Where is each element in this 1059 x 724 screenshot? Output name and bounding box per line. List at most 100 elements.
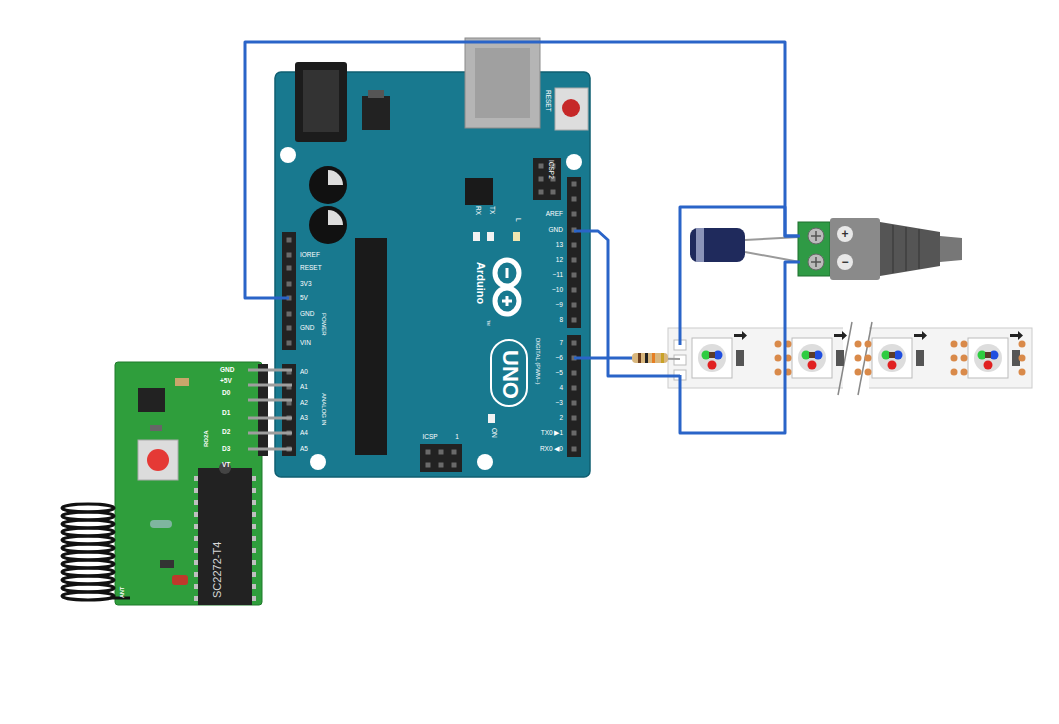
arduino-board	[562, 99, 580, 117]
rf-receiver-board	[219, 462, 231, 474]
arduino-board	[566, 154, 582, 170]
header-pin	[287, 164, 577, 468]
rgb-led	[855, 369, 862, 376]
arduino-board	[477, 454, 493, 470]
header-pin	[572, 386, 577, 391]
rgb-led	[736, 350, 744, 366]
header-pin	[252, 476, 256, 481]
pin-label: ~10	[552, 287, 563, 294]
header-pin	[252, 572, 256, 577]
arduino-board	[567, 177, 581, 328]
header-pin	[194, 572, 198, 577]
rgb-led	[974, 344, 1002, 372]
arduino-board	[513, 232, 520, 241]
header-pin	[248, 384, 292, 387]
header-pin	[194, 512, 198, 517]
rgb-led	[809, 352, 815, 358]
arduino-board	[310, 454, 326, 470]
capacitor-symbol	[696, 228, 704, 262]
wire	[574, 357, 632, 360]
header-pin	[572, 273, 577, 278]
arduino-board	[368, 90, 384, 98]
rgb-led	[1019, 369, 1026, 376]
header-pin	[572, 243, 577, 248]
led-label: ON	[491, 428, 498, 438]
header-pin	[252, 596, 256, 601]
pin-label: GND	[220, 367, 234, 374]
pin-label: RESET	[300, 265, 322, 272]
pin-label: RX0 ◀0	[540, 446, 563, 453]
pin-label: 4	[559, 385, 563, 392]
header-pin	[194, 369, 292, 602]
pin-label: A4	[300, 430, 308, 437]
power-jack-symbol	[815, 257, 817, 267]
header-pin	[439, 450, 444, 455]
resistor-symbol	[638, 353, 641, 363]
header-label: 1	[455, 434, 459, 441]
antenna-coil	[62, 504, 114, 600]
header-label: POWER	[321, 313, 327, 336]
rgb-led	[708, 361, 717, 370]
arduino-board	[420, 444, 462, 472]
power-jack-symbol	[815, 231, 817, 241]
header-pin	[252, 548, 256, 553]
rgb-led	[834, 331, 847, 340]
rgb-led	[775, 341, 782, 348]
led-strip	[674, 355, 686, 365]
header-pin	[252, 584, 256, 589]
header-pin	[287, 282, 292, 287]
antenna-label: ANT	[120, 587, 126, 598]
header-pin	[248, 432, 292, 435]
pin-label: VT	[222, 462, 230, 469]
polarity-sign: −	[841, 256, 848, 268]
header-pin	[194, 488, 198, 493]
pin-label: ~9	[556, 302, 563, 309]
pin-label: A3	[300, 415, 308, 422]
brand-name: Arduino	[475, 262, 486, 304]
power-jack-symbol	[837, 226, 853, 242]
header-pin	[194, 596, 198, 601]
header-pin	[194, 476, 198, 481]
rgb-led	[914, 331, 927, 340]
rgb-led	[1019, 341, 1026, 348]
header-pin	[572, 212, 577, 217]
pin-label: D0	[222, 390, 230, 397]
rgb-led	[855, 341, 862, 348]
rf-receiver-board	[198, 468, 252, 605]
rf-receiver-board	[147, 449, 169, 471]
pin-label: 13	[556, 242, 563, 249]
header-pin	[248, 369, 292, 372]
pin-label: +5V	[220, 378, 232, 385]
header-pin	[287, 341, 292, 346]
pin-label: A5	[300, 446, 308, 453]
resistor-symbol	[652, 353, 655, 363]
arduino-board	[488, 414, 495, 423]
header-pin	[194, 560, 198, 565]
header-pin	[572, 401, 577, 406]
header-pin	[194, 536, 198, 541]
header-pin	[426, 450, 431, 455]
led-label: L	[515, 218, 522, 222]
arduino-board	[328, 170, 343, 185]
rgb-led	[865, 341, 872, 348]
arduino-board: RESETICSP2AREFGND1312~11~10~987~6~54~32T…	[275, 72, 590, 477]
header-pin	[248, 448, 292, 451]
rgb-led	[775, 355, 782, 362]
header-pin	[572, 197, 577, 202]
pin-label: GND	[300, 311, 314, 318]
pin-label: A1	[300, 384, 308, 391]
pin-label: AREF	[546, 211, 563, 218]
header-pin	[287, 326, 292, 331]
arduino-board	[303, 70, 339, 132]
pin-label: GND	[549, 227, 563, 234]
antenna-coil	[62, 592, 114, 600]
header-pin	[539, 177, 544, 182]
rgb-led	[1010, 331, 1023, 340]
pin-label: 12	[556, 257, 563, 264]
arduino-board	[309, 166, 347, 204]
arduino-board	[295, 62, 347, 142]
capacitor-symbol	[690, 228, 745, 262]
arduino-board	[280, 147, 296, 163]
wire	[574, 231, 680, 376]
rgb-led	[961, 355, 968, 362]
